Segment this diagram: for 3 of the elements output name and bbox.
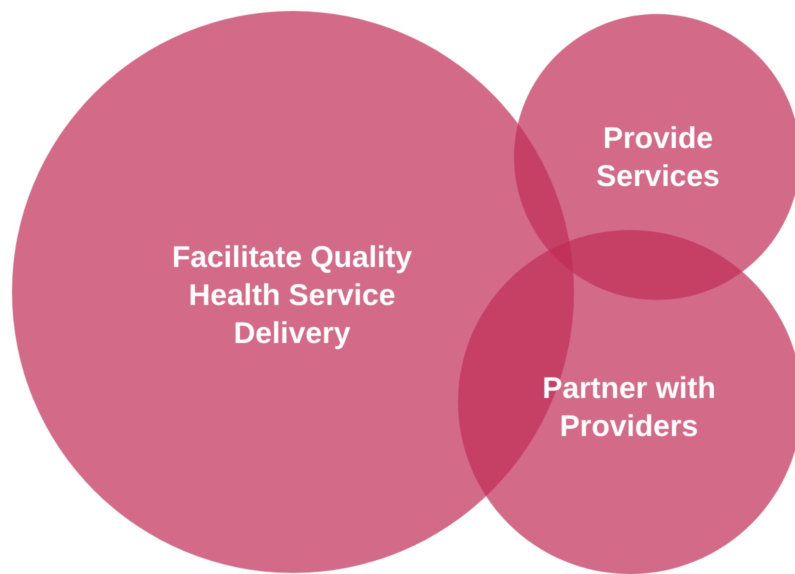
- circle-label: Facilitate Quality Health Service Delivery: [170, 240, 414, 352]
- circle-label: Provide Services: [595, 121, 721, 195]
- circle-label: Partner with Providers: [541, 371, 717, 445]
